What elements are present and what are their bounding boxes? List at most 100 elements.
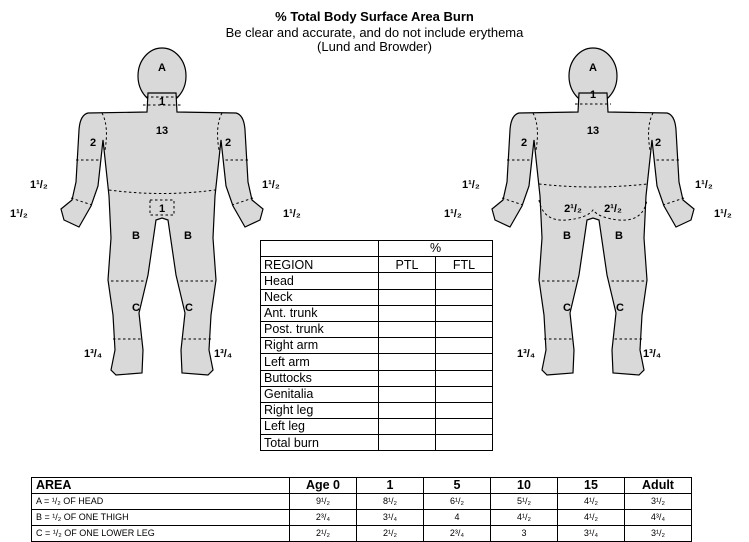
- ptl-column-header: PTL: [379, 257, 436, 273]
- ftl-input-cell[interactable]: [436, 402, 493, 418]
- ftl-input-cell[interactable]: [436, 435, 493, 451]
- table-cell: 4³/₄: [625, 510, 692, 526]
- ptl-input-cell[interactable]: [379, 321, 436, 337]
- area-column-header: AREA: [32, 478, 290, 494]
- front-right-foot-label: 1³/₄: [84, 348, 102, 360]
- ftl-column-header: FTL: [436, 257, 493, 273]
- ptl-input-cell[interactable]: [379, 338, 436, 354]
- front-head-label: A: [158, 62, 166, 74]
- table-row: Ant. trunk: [261, 305, 493, 321]
- table-cell: 3¹/₄: [558, 526, 625, 542]
- table-cell: 2³/₄: [424, 526, 491, 542]
- front-right-upper-arm-label: 2: [90, 137, 96, 149]
- region-label: Ant. trunk: [261, 305, 379, 321]
- front-neck-label: 1: [159, 96, 165, 108]
- back-left-thigh-label: B: [615, 230, 623, 242]
- area-label: C = ¹/₂ OF ONE LOWER LEG: [32, 526, 290, 542]
- region-table: % REGION PTL FTL Head Neck Ant. trunk Po…: [260, 240, 493, 451]
- age-column-header: 5: [424, 478, 491, 494]
- table-cell: 4¹/₂: [558, 494, 625, 510]
- table-cell: 3¹/₂: [625, 494, 692, 510]
- region-table-blank-cell: [261, 241, 379, 257]
- front-right-leg-label: C: [132, 302, 140, 314]
- region-label: Left arm: [261, 354, 379, 370]
- table-row: Neck: [261, 289, 493, 305]
- back-right-leg-label: C: [563, 302, 571, 314]
- ptl-input-cell[interactable]: [379, 354, 436, 370]
- back-trunk-label: 13: [587, 125, 599, 137]
- back-right-upper-arm-label: 2: [521, 137, 527, 149]
- back-right-thigh-label: B: [563, 230, 571, 242]
- ftl-input-cell[interactable]: [436, 289, 493, 305]
- table-row: Post. trunk: [261, 321, 493, 337]
- ftl-input-cell[interactable]: [436, 419, 493, 435]
- front-right-thigh-label: B: [132, 230, 140, 242]
- ptl-input-cell[interactable]: [379, 435, 436, 451]
- region-label: Total burn: [261, 435, 379, 451]
- age-area-table: AREA Age 0 1 5 10 15 Adult A = ¹/₂ OF HE…: [31, 477, 692, 542]
- ftl-input-cell[interactable]: [436, 370, 493, 386]
- age-column-header: 10: [491, 478, 558, 494]
- table-cell: 2¹/₂: [290, 526, 357, 542]
- front-left-forearm-label: 1¹/₂: [262, 179, 280, 191]
- region-label: Neck: [261, 289, 379, 305]
- area-label: A = ¹/₂ OF HEAD: [32, 494, 290, 510]
- table-cell: 3¹/₂: [625, 526, 692, 542]
- region-label: Genitalia: [261, 386, 379, 402]
- region-label: Buttocks: [261, 370, 379, 386]
- table-row: Genitalia: [261, 386, 493, 402]
- table-row: Buttocks: [261, 370, 493, 386]
- ftl-input-cell[interactable]: [436, 305, 493, 321]
- ftl-input-cell[interactable]: [436, 354, 493, 370]
- ftl-input-cell[interactable]: [436, 338, 493, 354]
- table-cell: 6¹/₂: [424, 494, 491, 510]
- region-table-header-row: REGION PTL FTL: [261, 257, 493, 273]
- ftl-input-cell[interactable]: [436, 386, 493, 402]
- table-row: Right arm: [261, 338, 493, 354]
- table-cell: 9¹/₂: [290, 494, 357, 510]
- ftl-input-cell[interactable]: [436, 273, 493, 289]
- ptl-input-cell[interactable]: [379, 273, 436, 289]
- table-row: B = ¹/₂ OF ONE THIGH 2³/₄ 3¹/₄ 4 4¹/₂ 4¹…: [32, 510, 692, 526]
- ptl-input-cell[interactable]: [379, 305, 436, 321]
- ptl-input-cell[interactable]: [379, 419, 436, 435]
- age-column-header: Age 0: [290, 478, 357, 494]
- front-trunk-label: 13: [156, 125, 168, 137]
- area-label: B = ¹/₂ OF ONE THIGH: [32, 510, 290, 526]
- percent-header: %: [379, 241, 493, 257]
- ptl-input-cell[interactable]: [379, 402, 436, 418]
- back-right-buttock-label: 2¹/₂: [564, 203, 582, 215]
- age-column-header: 15: [558, 478, 625, 494]
- front-left-thigh-label: B: [184, 230, 192, 242]
- back-right-forearm-label: 1¹/₂: [462, 179, 480, 191]
- table-row: Head: [261, 273, 493, 289]
- table-cell: 8¹/₂: [357, 494, 424, 510]
- region-label: Head: [261, 273, 379, 289]
- table-row: Right leg: [261, 402, 493, 418]
- back-left-forearm-label: 1¹/₂: [695, 179, 713, 191]
- region-label: Left leg: [261, 419, 379, 435]
- table-cell: 3: [491, 526, 558, 542]
- front-right-hand-label: 1¹/₂: [10, 208, 28, 220]
- region-column-header: REGION: [261, 257, 379, 273]
- back-left-buttock-label: 2¹/₂: [604, 203, 622, 215]
- back-neck-label: 1: [590, 89, 596, 101]
- region-label: Post. trunk: [261, 321, 379, 337]
- back-left-hand-label: 1¹/₂: [714, 208, 732, 220]
- front-genitalia-label: 1: [159, 203, 165, 215]
- ptl-input-cell[interactable]: [379, 386, 436, 402]
- ptl-input-cell[interactable]: [379, 370, 436, 386]
- table-cell: 4¹/₂: [558, 510, 625, 526]
- back-left-foot-label: 1³/₄: [643, 348, 661, 360]
- front-right-forearm-label: 1¹/₂: [30, 179, 48, 191]
- ftl-input-cell[interactable]: [436, 321, 493, 337]
- region-label: Right arm: [261, 338, 379, 354]
- table-row: Left arm: [261, 354, 493, 370]
- ptl-input-cell[interactable]: [379, 289, 436, 305]
- region-label: Right leg: [261, 402, 379, 418]
- front-left-hand-label: 1¹/₂: [283, 208, 301, 220]
- table-cell: 4: [424, 510, 491, 526]
- table-cell: 2¹/₂: [357, 526, 424, 542]
- table-row: C = ¹/₂ OF ONE LOWER LEG 2¹/₂ 2¹/₂ 2³/₄ …: [32, 526, 692, 542]
- age-table-header-row: AREA Age 0 1 5 10 15 Adult: [32, 478, 692, 494]
